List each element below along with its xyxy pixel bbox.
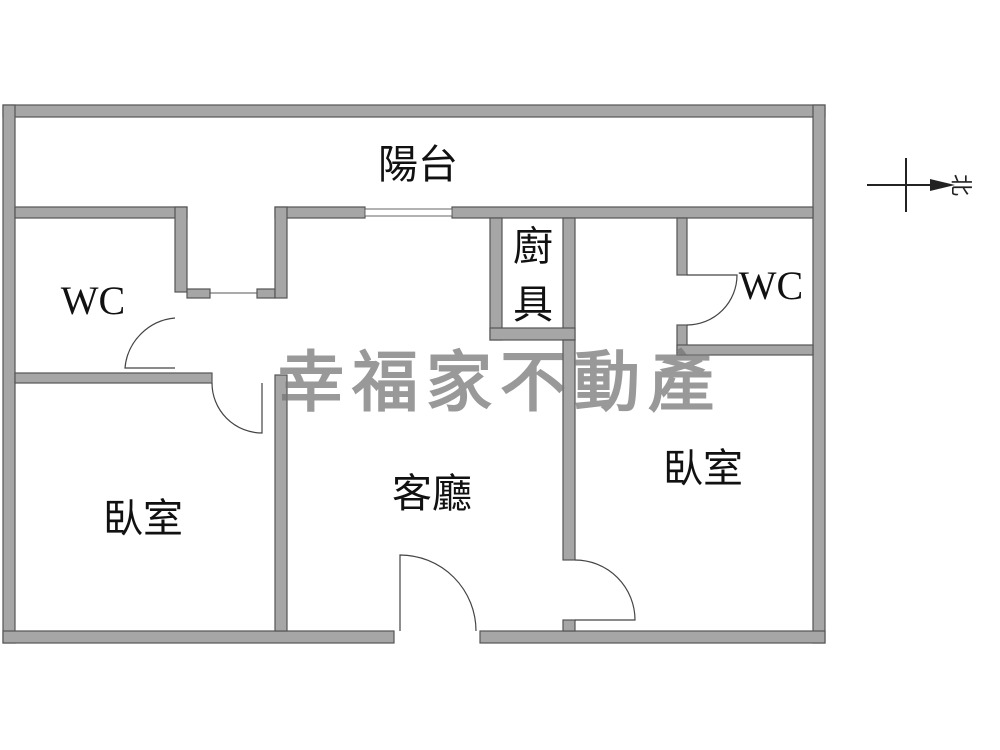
room-label-kitchen-2: 具 — [513, 282, 553, 328]
walls — [2, 104, 826, 644]
bedroom-left-door — [211, 382, 263, 434]
room-label-wc-left: WC — [61, 278, 125, 323]
north-arrow-icon — [930, 179, 955, 191]
room-label-bedroom-left: 臥室 — [103, 496, 183, 542]
room-label-wc-right: WC — [739, 263, 803, 308]
watermark: 幸福家不動產 — [278, 344, 722, 421]
room-label-balcony: 陽台 — [378, 142, 458, 188]
entry-door — [399, 554, 477, 632]
balcony-window — [364, 208, 453, 217]
bedroom-right-door — [574, 559, 636, 621]
room-label-kitchen-1: 廚 — [513, 224, 553, 270]
room-label-living-room: 客廳 — [392, 471, 472, 517]
wc-right-door — [686, 274, 738, 326]
room-label-bedroom-right: 臥室 — [663, 446, 743, 492]
wc-left-door — [124, 317, 176, 369]
north-compass: 北 — [867, 158, 973, 212]
north-label: 北 — [948, 174, 973, 196]
